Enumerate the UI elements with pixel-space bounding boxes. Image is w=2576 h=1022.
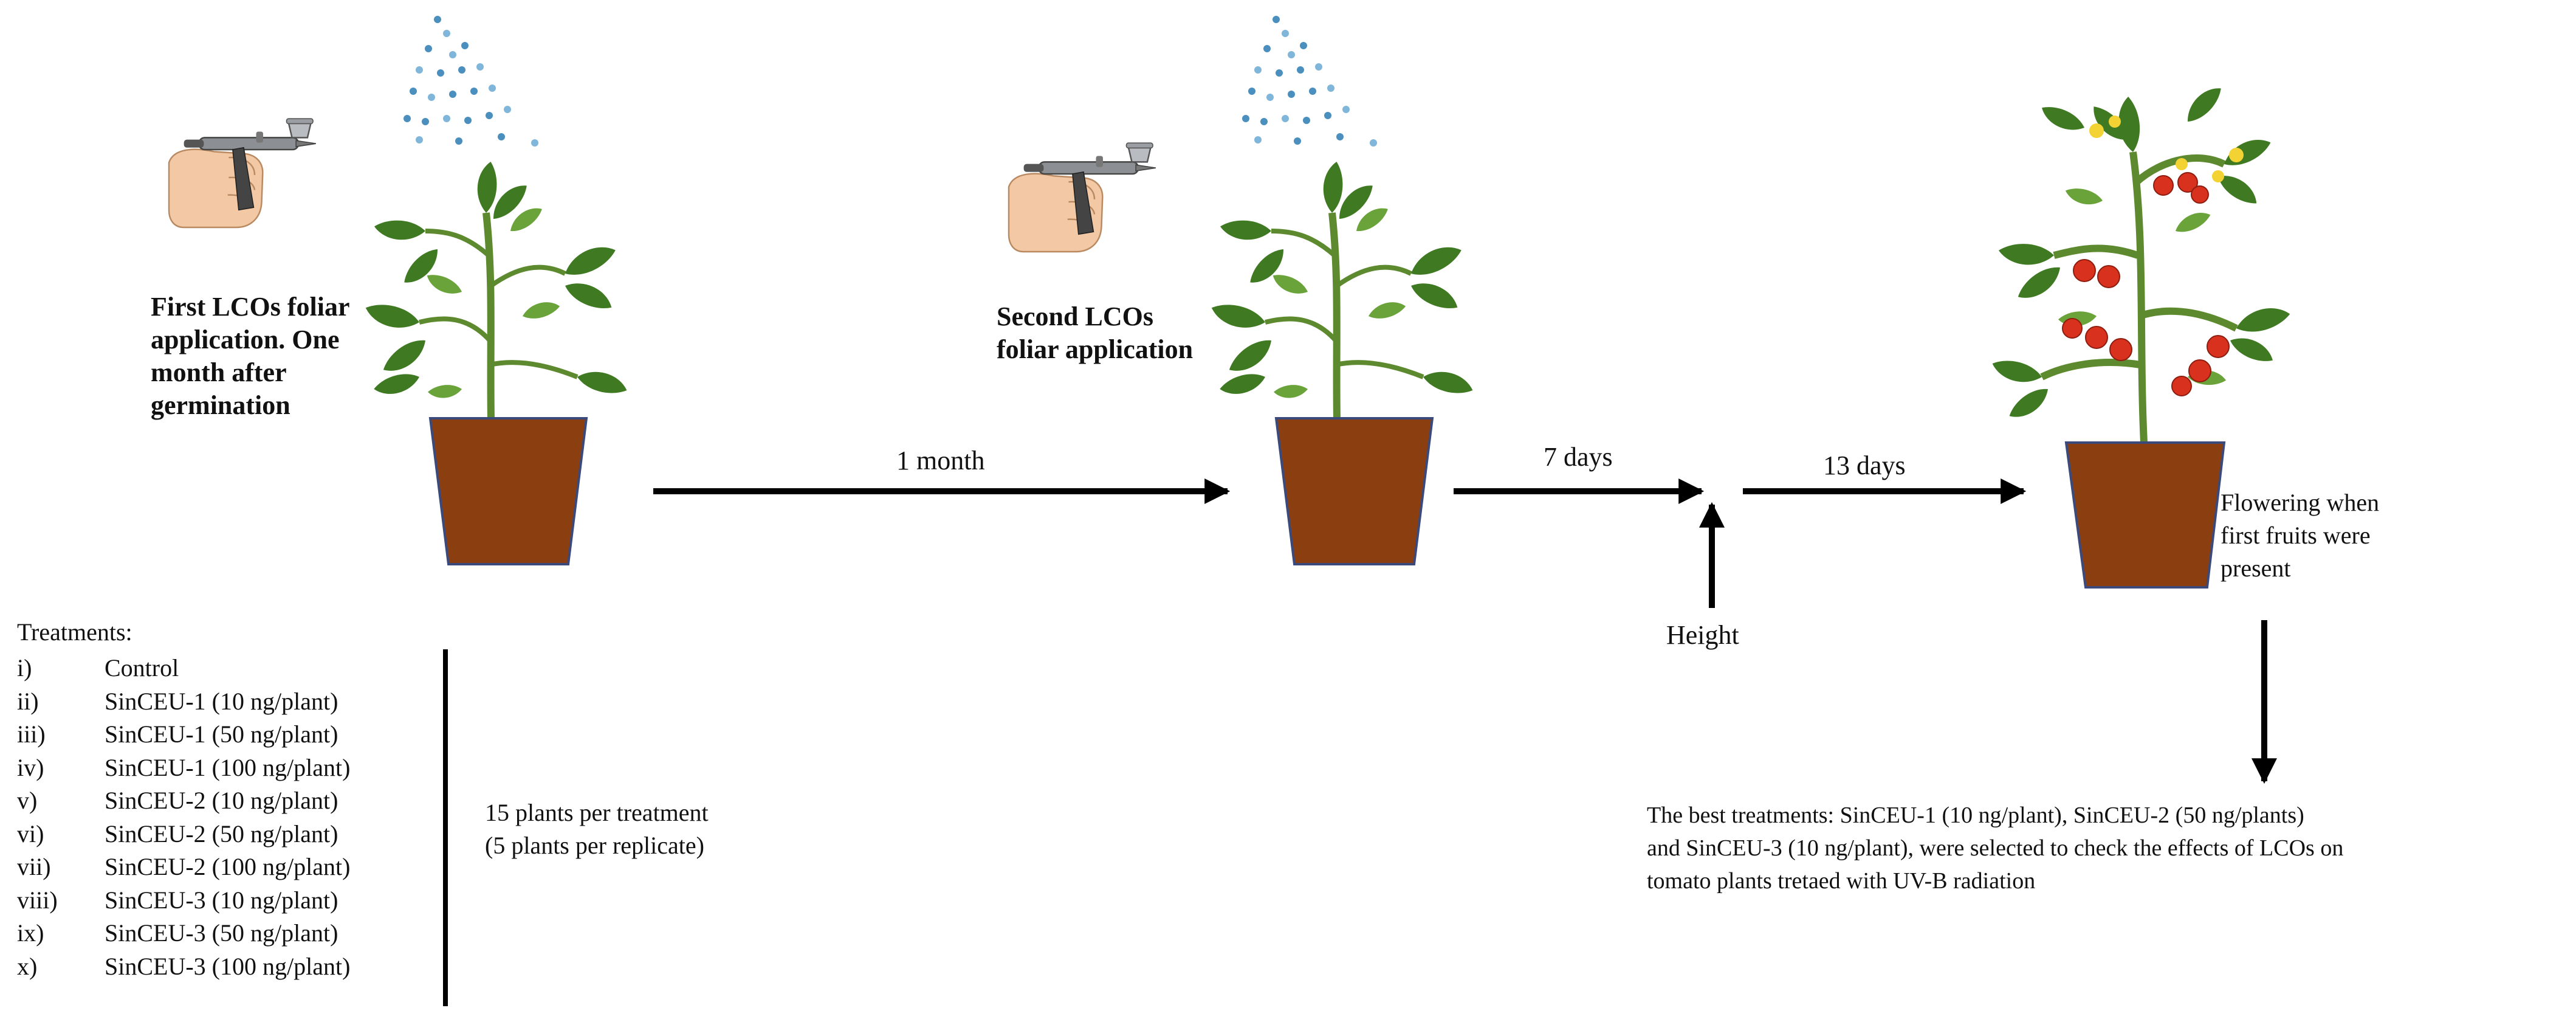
- treatment-label: SinCEU-3 (100 ng/plant): [105, 952, 351, 980]
- pot-2: [1274, 417, 1434, 565]
- conclusion-line: and SinCEU-3 (10 ng/plant), were selecte…: [1647, 835, 2344, 861]
- treatments-list: i) Control ii) SinCEU-1 (10 ng/plant) iii)…: [17, 652, 350, 983]
- treatment-item: ii) SinCEU-1 (10 ng/plant): [17, 685, 350, 719]
- caption-line: foliar application: [997, 334, 1194, 364]
- caption-line: application. One: [151, 325, 340, 354]
- conclusion-line: tomato plants tretaed with UV-B radiatio…: [1647, 868, 2036, 894]
- treatment-item: ix) SinCEU-3 (50 ng/plant): [17, 917, 350, 950]
- caption-line: present: [2221, 554, 2291, 582]
- summary-line: (5 plants per replicate): [485, 832, 704, 859]
- treatment-label: Control: [105, 654, 179, 682]
- plant-3-tomato: [1989, 82, 2292, 443]
- caption-line: Second LCOs: [997, 302, 1153, 331]
- treatment-label: SinCEU-1 (10 ng/plant): [105, 687, 338, 715]
- treatment-number: viii): [17, 886, 58, 914]
- treatment-number: vii): [17, 853, 51, 880]
- caption-line: month after: [151, 357, 287, 387]
- treatments-title: Treatments:: [17, 618, 132, 646]
- treatment-label: SinCEU-3 (10 ng/plant): [105, 886, 338, 914]
- treatment-number: vi): [17, 820, 44, 848]
- treatment-number: v): [17, 787, 38, 814]
- plant-2: [1208, 160, 1476, 420]
- stage-1-caption: First LCOs foliar application. One month…: [151, 291, 350, 422]
- label-seven-days: 7 days: [1544, 442, 1613, 472]
- sprayer-1: [168, 118, 317, 229]
- treatments-summary: 15 plants per treatment (5 plants per re…: [485, 796, 709, 862]
- treatment-item: iii) SinCEU-1 (50 ng/plant): [17, 718, 350, 751]
- pot-3: [2064, 441, 2226, 589]
- label-height: Height: [1666, 620, 1739, 650]
- caption-line: first fruits were: [2221, 522, 2371, 549]
- treatment-number: x): [17, 952, 38, 980]
- treatment-item: iv) SinCEU-1 (100 ng/plant): [17, 751, 350, 785]
- treatment-item: x) SinCEU-3 (100 ng/plant): [17, 950, 350, 984]
- caption-line: Flowering when: [2221, 489, 2380, 516]
- treatment-label: SinCEU-1 (100 ng/plant): [105, 753, 351, 781]
- caption-line: germination: [151, 390, 290, 420]
- treatment-item: vi) SinCEU-2 (50 ng/plant): [17, 818, 350, 851]
- treatment-item: vii) SinCEU-2 (100 ng/plant): [17, 851, 350, 884]
- stage-3-caption: Flowering when first fruits were present: [2221, 486, 2379, 585]
- treatment-label: SinCEU-1 (50 ng/plant): [105, 720, 338, 748]
- treatment-item: v) SinCEU-2 (10 ng/plant): [17, 784, 350, 818]
- treatment-label: SinCEU-3 (50 ng/plant): [105, 919, 338, 947]
- treatment-number: ii): [17, 687, 39, 715]
- treatment-label: SinCEU-2 (10 ng/plant): [105, 787, 338, 814]
- treatment-number: i): [17, 654, 32, 682]
- treatment-number: ix): [17, 919, 44, 947]
- treatment-number: iii): [17, 720, 46, 748]
- treatment-item: viii) SinCEU-3 (10 ng/plant): [17, 884, 350, 917]
- spray-mist-2: [1242, 16, 1377, 147]
- summary-line: 15 plants per treatment: [485, 799, 709, 826]
- stage-2-caption: Second LCOs foliar application: [997, 300, 1193, 366]
- treatment-label: SinCEU-2 (100 ng/plant): [105, 853, 351, 880]
- label-thirteen-days: 13 days: [1823, 451, 1906, 480]
- treatment-label: SinCEU-2 (50 ng/plant): [105, 820, 338, 848]
- caption-line: First LCOs foliar: [151, 292, 350, 322]
- spray-mist-1: [404, 16, 538, 147]
- sprayer-2: [1008, 142, 1157, 253]
- plant-1: [362, 160, 630, 420]
- conclusion-text: The best treatments: SinCEU-1 (10 ng/pla…: [1647, 799, 2343, 897]
- label-one-month: 1 month: [896, 446, 985, 475]
- treatment-number: iv): [17, 753, 44, 781]
- pot-1: [428, 417, 588, 565]
- treatment-item: i) Control: [17, 652, 350, 685]
- conclusion-line: The best treatments: SinCEU-1 (10 ng/pla…: [1647, 803, 2304, 828]
